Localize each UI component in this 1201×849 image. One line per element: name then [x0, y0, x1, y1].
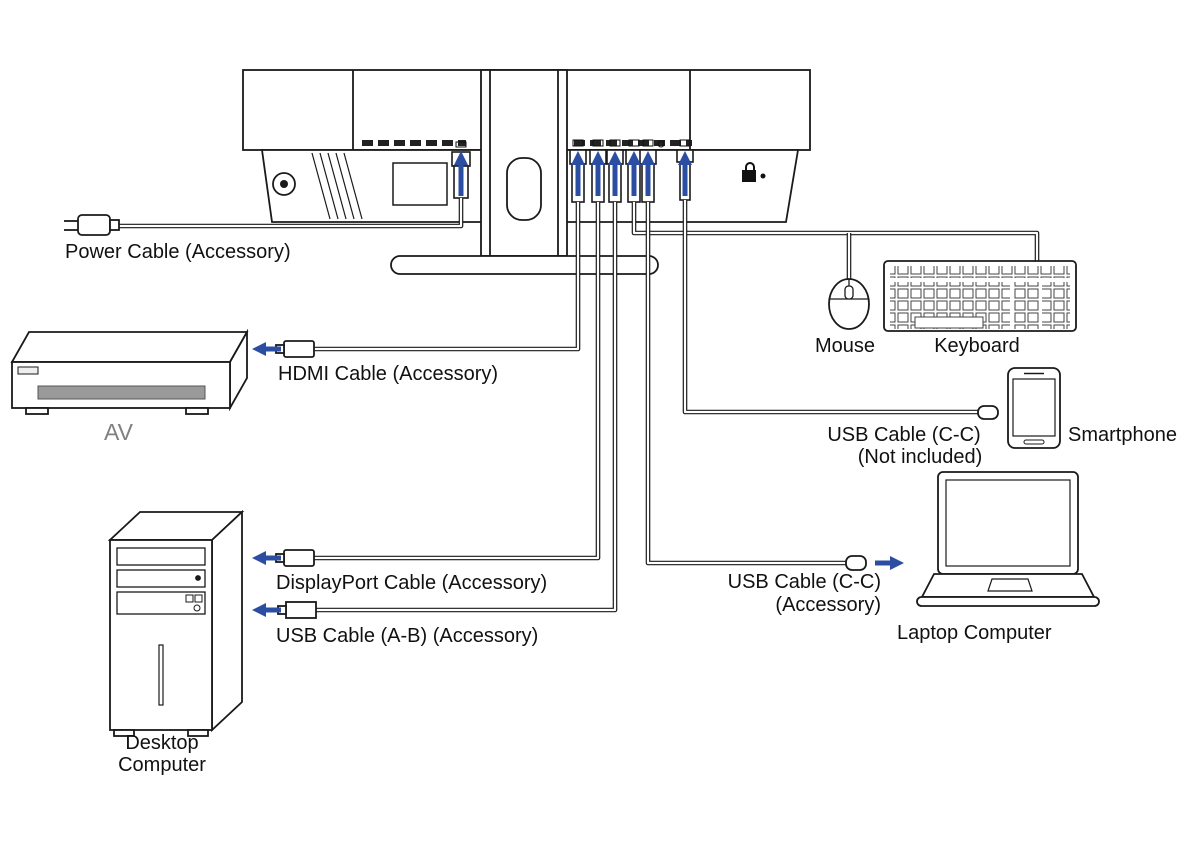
displayport-cable-label: DisplayPort Cable (Accessory)	[276, 572, 547, 594]
arrow-up-usb-c2-icon	[678, 151, 692, 196]
usb-ab-cable-label: USB Cable (A-B) (Accessory)	[276, 625, 538, 647]
drive-bay-1	[116, 547, 206, 566]
front-panel	[116, 591, 206, 615]
usb-ab-cable-line	[314, 202, 618, 613]
usb-cc-accessory-label-line1: USB Cable (C-C)	[728, 571, 881, 593]
monitor-hatch	[311, 152, 363, 220]
monitor-stand-column	[480, 69, 568, 257]
laptop-screen	[945, 479, 1071, 567]
desktop-computer-label-line2: Computer	[118, 754, 206, 776]
plug-direction-arrows	[252, 151, 904, 617]
laptop-computer-device	[916, 471, 1100, 607]
power-plug-icon	[64, 214, 120, 236]
scroll-wheel	[844, 285, 854, 300]
hdmi-connector-icon	[275, 340, 315, 358]
kensington-lock-icon	[742, 162, 766, 182]
arrow-up-usb-c1-icon	[641, 151, 655, 196]
arrow-up-displayport-icon	[591, 151, 605, 196]
monitor-stand-base	[390, 255, 659, 275]
desktop-computer-device	[107, 509, 245, 737]
displayport-cable-line	[312, 202, 601, 561]
usb-cc-not-included-label-line1: USB Cable (C-C)	[827, 424, 980, 446]
usb-c-phone-connector-icon	[977, 405, 999, 420]
disc-slot	[37, 385, 206, 400]
label-plate	[392, 162, 448, 206]
laptop-computer-label: Laptop Computer	[897, 622, 1052, 644]
av-player-device	[10, 328, 249, 415]
arrow-up-power-icon	[454, 151, 468, 196]
keyboard-device	[883, 260, 1077, 332]
smartphone-label: Smartphone	[1068, 424, 1177, 446]
arrow-left-displayport-icon	[252, 551, 281, 565]
drive-bay-2	[116, 569, 206, 588]
smartphone-device	[1007, 367, 1061, 449]
arrow-up-usb-a-icon	[627, 151, 641, 196]
hdmi-cable-line	[312, 202, 581, 352]
usb-cc-accessory-label-line2: (Accessory)	[775, 594, 881, 616]
phone-screen	[1012, 378, 1056, 437]
power-cable-line	[118, 198, 464, 229]
spacebar	[914, 316, 984, 329]
hdmi-cable-label: HDMI Cable (Accessory)	[278, 363, 498, 385]
power-button	[193, 604, 201, 612]
usb-cc-not-included-label-line2: (Not included)	[858, 446, 983, 468]
port-icons	[455, 139, 691, 148]
displayport-connector-icon	[275, 549, 315, 567]
front-slot	[158, 644, 164, 706]
cable-hole-icon	[272, 172, 296, 196]
arrow-up-usb-b-icon	[608, 151, 622, 196]
home-button	[1023, 439, 1045, 445]
usb-cc-laptop-cable-line	[645, 202, 846, 566]
mouse-label: Mouse	[815, 335, 875, 357]
usb-ab-connector-icon	[277, 601, 317, 619]
usb-cc-phone-cable-line	[682, 200, 978, 415]
arrow-left-hdmi-icon	[252, 342, 281, 356]
usb-c-laptop-connector-icon	[845, 555, 867, 571]
keyboard-cable-line	[631, 202, 1040, 262]
arrow-left-usb-ab-icon	[252, 603, 281, 617]
touchpad	[987, 578, 1033, 592]
desktop-computer-label-line1: Desktop	[125, 732, 198, 754]
av-display	[17, 366, 39, 375]
arrow-up-hdmi-icon	[571, 151, 585, 196]
power-cable-label: Power Cable (Accessory)	[65, 241, 291, 263]
arrow-right-laptop-icon	[875, 556, 904, 570]
av-label: AV	[104, 419, 134, 445]
mouse-device	[828, 278, 870, 330]
keyboard-label: Keyboard	[934, 335, 1020, 357]
